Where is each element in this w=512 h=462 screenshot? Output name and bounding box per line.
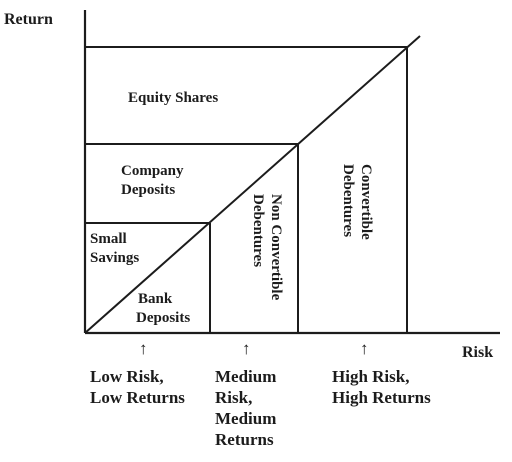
low-risk-caption-line2: Low Returns [90,388,185,407]
bank-deposits-label-line2: Deposits [136,310,190,326]
risk-return-line [84,35,421,334]
y-axis-title: Return [4,11,53,28]
small-savings-label-line1: Small [90,231,127,247]
x-axis-title: Risk [462,344,493,361]
medium-risk-arrow-icon: ↑ [242,339,251,358]
medium-risk-caption-line4: Returns [215,430,274,449]
high-risk-arrow-icon: ↑ [360,339,369,358]
bank-deposits-label-line1: Bank [138,291,173,307]
convertible-debentures-label-line2: Debentures [340,164,356,237]
equity-shares-label: Equity Shares [128,90,218,106]
medium-risk-caption-line3: Medium [215,409,276,428]
low-risk-caption-line1: Low Risk, [90,367,164,386]
non-convertible-debentures-label-line1: Non Convertible [268,194,284,301]
medium-risk-caption-line2: Risk, [215,388,252,407]
company-deposits-label-line2: Deposits [121,182,175,198]
small-savings-label-line2: Savings [90,250,139,266]
high-risk-caption-line1: High Risk, [332,367,409,386]
convertible-debentures-label-line1: Convertible [358,164,374,240]
company-deposits-label-line1: Company [121,163,184,179]
low-risk-arrow-icon: ↑ [139,339,148,358]
medium-risk-caption-line1: Medium [215,367,276,386]
non-convertible-debentures-label-line2: Debentures [250,194,266,267]
high-risk-caption-line2: High Returns [332,388,431,407]
